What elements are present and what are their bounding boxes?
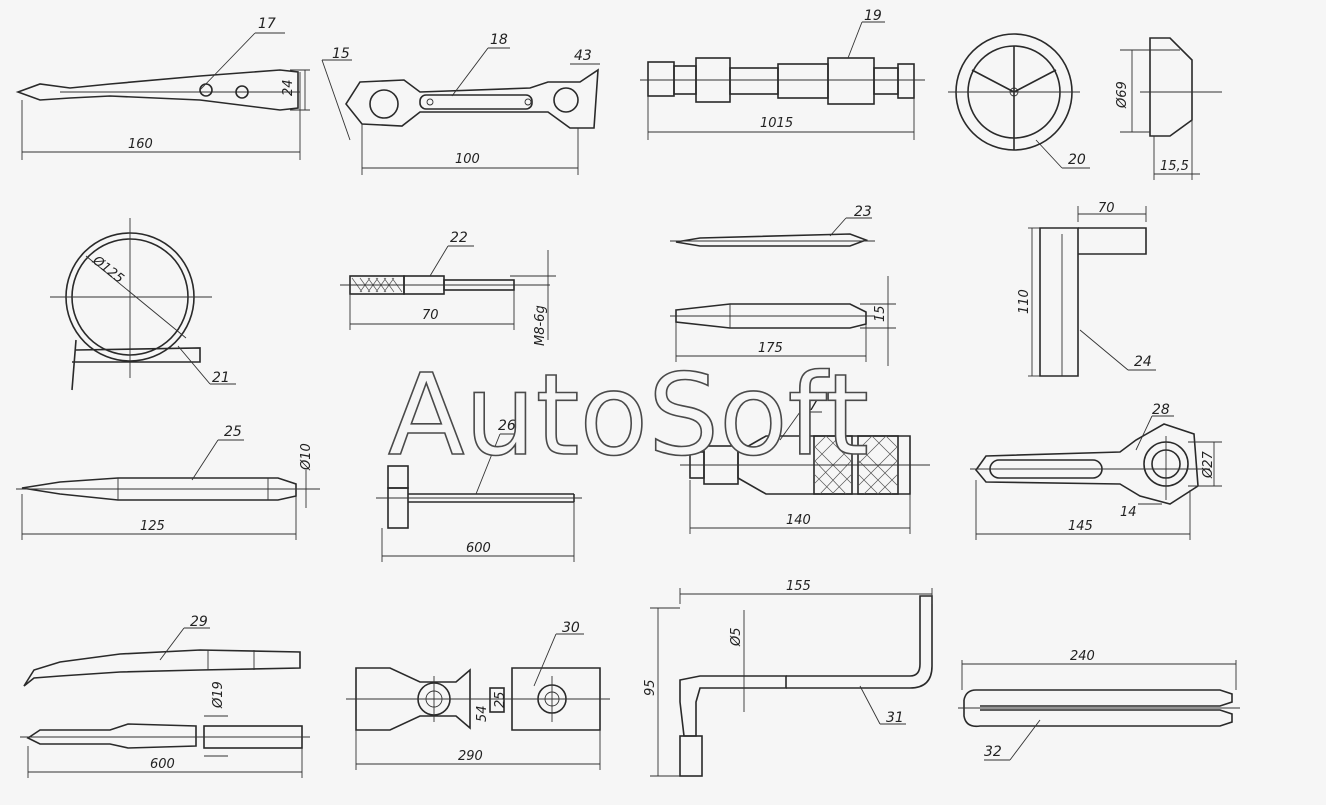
dim-100: 100 (455, 152, 480, 167)
dim-145: 145 (1068, 519, 1093, 534)
part-label-31: 31 (886, 710, 904, 726)
dim-27: Ø27 (1201, 450, 1216, 479)
dim-19: Ø19 (211, 681, 226, 709)
part-label-15: 15 (332, 46, 350, 62)
tool-26: 26 600 (376, 418, 582, 562)
dim-24: 24 (281, 79, 296, 96)
dim-600-b: 600 (150, 757, 175, 772)
dim-155: 155 (786, 579, 811, 594)
tool-23: 23 (670, 204, 875, 247)
tool-21: 21 Ø125 (50, 218, 236, 391)
tool-18: 15 18 43 100 (321, 32, 600, 175)
tool-20: 20 Ø69 15,5 (948, 33, 1222, 180)
dim-290: 290 (458, 749, 483, 764)
part-label-25: 25 (224, 424, 242, 440)
dim-m8: M8-6g (533, 305, 548, 346)
part-label-21: 21 (212, 370, 230, 386)
tool-29: 29 Ø19 600 (20, 614, 310, 778)
dim-25: 25 (493, 691, 508, 708)
dim-54: 54 (475, 705, 490, 722)
dim-70-b: 70 (1098, 201, 1115, 216)
dim-95: 95 (643, 679, 658, 696)
dim-5: Ø5 (729, 627, 744, 647)
tool-19: 19 1015 (640, 8, 925, 140)
part-label-32: 32 (984, 744, 1002, 760)
dim-1015: 1015 (760, 116, 793, 131)
tool-28: 28 Ø27 14 145 (970, 402, 1222, 540)
part-label-23: 23 (854, 204, 872, 220)
tool-24: 70 110 24 (1017, 201, 1156, 377)
part-label-18: 18 (490, 32, 508, 48)
part-label-17: 17 (258, 16, 276, 32)
tool-22: 22 70 M8-6g (340, 230, 556, 346)
part-label-30: 30 (562, 620, 580, 636)
dim-600-a: 600 (466, 541, 491, 556)
tool-32: 240 32 (958, 649, 1240, 761)
dim-14: 14 (1120, 505, 1137, 520)
part-label-43: 43 (574, 48, 592, 64)
part-label-28: 28 (1152, 402, 1170, 418)
dim-125: Ø125 (89, 253, 127, 287)
dim-10: Ø10 (299, 443, 314, 471)
dim-15: 15 (873, 305, 888, 322)
part-label-24: 24 (1134, 354, 1152, 370)
tool-17: 17 160 24 (15, 16, 310, 160)
part-label-26: 26 (498, 418, 516, 434)
tool-30: 30 54 25 290 (346, 620, 610, 770)
tool-drift-175: 175 15 (670, 276, 896, 366)
part-label-20: 20 (1068, 152, 1086, 168)
part-label-27: 27 (800, 398, 818, 414)
dim-125-b: 125 (140, 519, 165, 534)
dim-240: 240 (1070, 649, 1095, 664)
dim-15-5: 15,5 (1160, 159, 1189, 174)
tool-27: 27 140 (680, 398, 930, 534)
watermark-text: AutoSoft (388, 351, 869, 481)
part-label-19: 19 (864, 8, 882, 24)
tool-25: 25 125 Ø10 (16, 424, 320, 540)
dim-70-a: 70 (422, 308, 439, 323)
dim-69: Ø69 (1115, 81, 1130, 109)
dim-160: 160 (128, 137, 153, 152)
dim-175: 175 (758, 341, 783, 356)
part-label-22: 22 (450, 230, 468, 246)
dim-110: 110 (1017, 289, 1032, 314)
part-label-29: 29 (190, 614, 208, 630)
dim-140: 140 (786, 513, 811, 528)
tool-31: 155 95 Ø5 31 (643, 579, 933, 777)
